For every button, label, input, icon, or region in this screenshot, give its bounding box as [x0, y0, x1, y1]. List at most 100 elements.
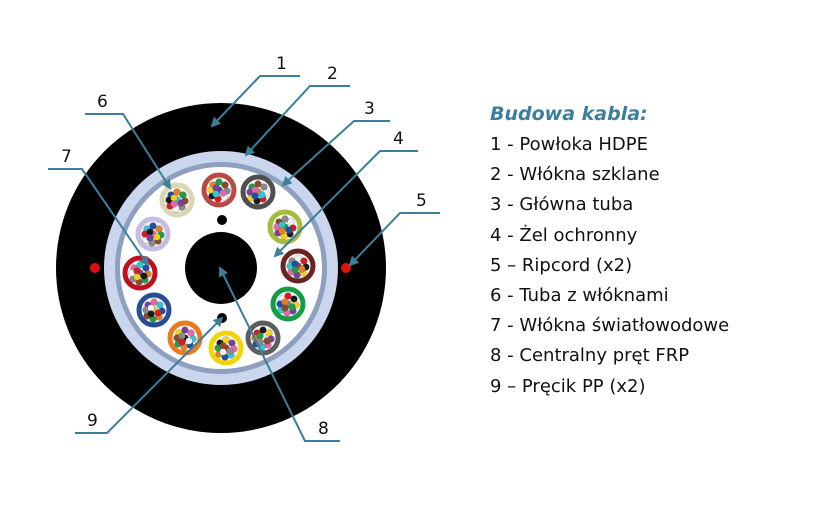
legend-item-frp-rod: 8 - Centralny pręt FRP: [490, 345, 690, 367]
optical-fiber: [254, 180, 262, 188]
optical-fiber: [177, 199, 185, 207]
optical-fiber: [185, 337, 193, 345]
tube-red: [122, 255, 158, 291]
optical-fiber: [278, 221, 286, 229]
legend-item-main-tube: 3 - Główna tuba: [490, 194, 634, 216]
ripcord-left: [90, 263, 100, 273]
optical-fiber: [146, 234, 154, 242]
legend-item-optical-fibers: 7 - Włókna światłowodowe: [490, 315, 730, 337]
tube-lime: [267, 209, 303, 245]
optical-fiber: [291, 260, 299, 268]
legend-item-fiber-tube: 6 - Tuba z włóknami: [490, 284, 669, 306]
callout-label-2: 2: [327, 64, 338, 84]
legend-list: 1 - Powłoka HDPE 2 - Włókna szklane 3 - …: [490, 130, 729, 402]
leader-4: [273, 150, 418, 258]
optical-fiber: [155, 225, 163, 233]
leader-6: [85, 113, 172, 190]
optical-fiber: [251, 192, 259, 200]
optical-fiber: [154, 309, 162, 317]
optical-fiber: [179, 191, 187, 199]
optical-fiber: [263, 337, 271, 345]
leader-7: [48, 168, 150, 267]
legend-item-glass-fibers: 2 - Włókna szklane: [490, 164, 660, 186]
optical-fiber: [212, 190, 220, 198]
optical-fiber: [153, 233, 161, 241]
tube-darkred: [280, 248, 316, 284]
leader-9: [75, 316, 224, 434]
optical-fiber: [215, 178, 223, 186]
tube-blue: [136, 292, 172, 328]
optical-fiber: [258, 191, 266, 199]
callout-leaders: [48, 75, 440, 442]
optical-fiber: [156, 301, 164, 309]
optical-fiber: [136, 261, 144, 269]
tube-orange: [167, 320, 203, 356]
legend-item-hdpe-jacket: 1 - Powłoka HDPE: [490, 134, 648, 155]
optical-fiber: [298, 265, 306, 273]
optical-fiber: [170, 194, 178, 202]
leader-8: [219, 266, 340, 442]
callout-label-5: 5: [416, 191, 427, 211]
callout-label-9: 9: [87, 411, 98, 431]
tube-slate: [245, 320, 281, 356]
optical-fiber: [294, 254, 302, 262]
leader-3: [281, 120, 390, 187]
optical-fiber: [178, 332, 186, 340]
callout-label-8: 8: [318, 419, 329, 439]
optical-fiber: [226, 347, 234, 355]
optical-fiber: [281, 304, 289, 312]
tube-gray: [240, 174, 276, 210]
callout-label-3: 3: [364, 99, 375, 119]
optical-fiber: [187, 329, 195, 337]
optical-fiber: [300, 257, 308, 265]
optical-fiber: [281, 298, 289, 306]
tube-green: [270, 286, 306, 322]
leader-5: [348, 212, 440, 267]
optical-fiber: [178, 338, 186, 346]
optical-fiber: [290, 295, 298, 303]
legend-item-pp-rod: 9 – Pręcik PP (x2): [490, 375, 646, 397]
optical-fiber: [228, 339, 236, 347]
optical-fiber: [146, 228, 154, 236]
legend: Budowa kabla: 1 - Powłoka HDPE 2 - Włókn…: [490, 103, 729, 402]
optical-fiber: [256, 332, 264, 340]
optical-fiber: [212, 184, 220, 192]
callout-label-4: 4: [393, 129, 404, 149]
legend-item-ripcord: 5 – Ripcord (x2): [490, 254, 633, 276]
tube-yellow: [208, 330, 244, 366]
ripcord-right: [341, 263, 351, 273]
leader-1: [210, 75, 300, 128]
optical-fiber: [219, 342, 227, 350]
callout-label-6: 6: [97, 92, 108, 112]
optical-fiber: [281, 215, 289, 223]
optical-fiber: [260, 183, 268, 191]
optical-fiber: [284, 292, 292, 300]
callout-label-7: 7: [61, 147, 72, 167]
optical-fiber: [285, 226, 293, 234]
optical-fiber: [288, 303, 296, 311]
tube-brown: [201, 172, 237, 208]
optical-fiber: [222, 336, 230, 344]
optical-fiber: [173, 188, 181, 196]
optical-fiber: [133, 273, 141, 281]
optical-fiber: [140, 272, 148, 280]
optical-fiber: [147, 310, 155, 318]
optical-fiber: [147, 304, 155, 312]
legend-title: Budowa kabla:: [490, 103, 648, 125]
optical-fiber: [278, 227, 286, 235]
optical-fiber: [150, 298, 158, 306]
legend-item-gel: 4 - Żel ochronny: [490, 224, 638, 246]
fiber-tubes-group: [122, 172, 316, 366]
callout-label-1: 1: [276, 54, 287, 74]
optical-fiber: [221, 181, 229, 189]
optical-fiber: [259, 326, 267, 334]
leader-2: [244, 85, 350, 157]
optical-fiber: [133, 267, 141, 275]
optical-fiber: [265, 329, 273, 337]
optical-fiber: [142, 264, 150, 272]
optical-fiber: [251, 186, 259, 194]
optical-fiber: [219, 189, 227, 197]
tube-cream: [159, 182, 195, 218]
optical-fiber: [181, 326, 189, 334]
